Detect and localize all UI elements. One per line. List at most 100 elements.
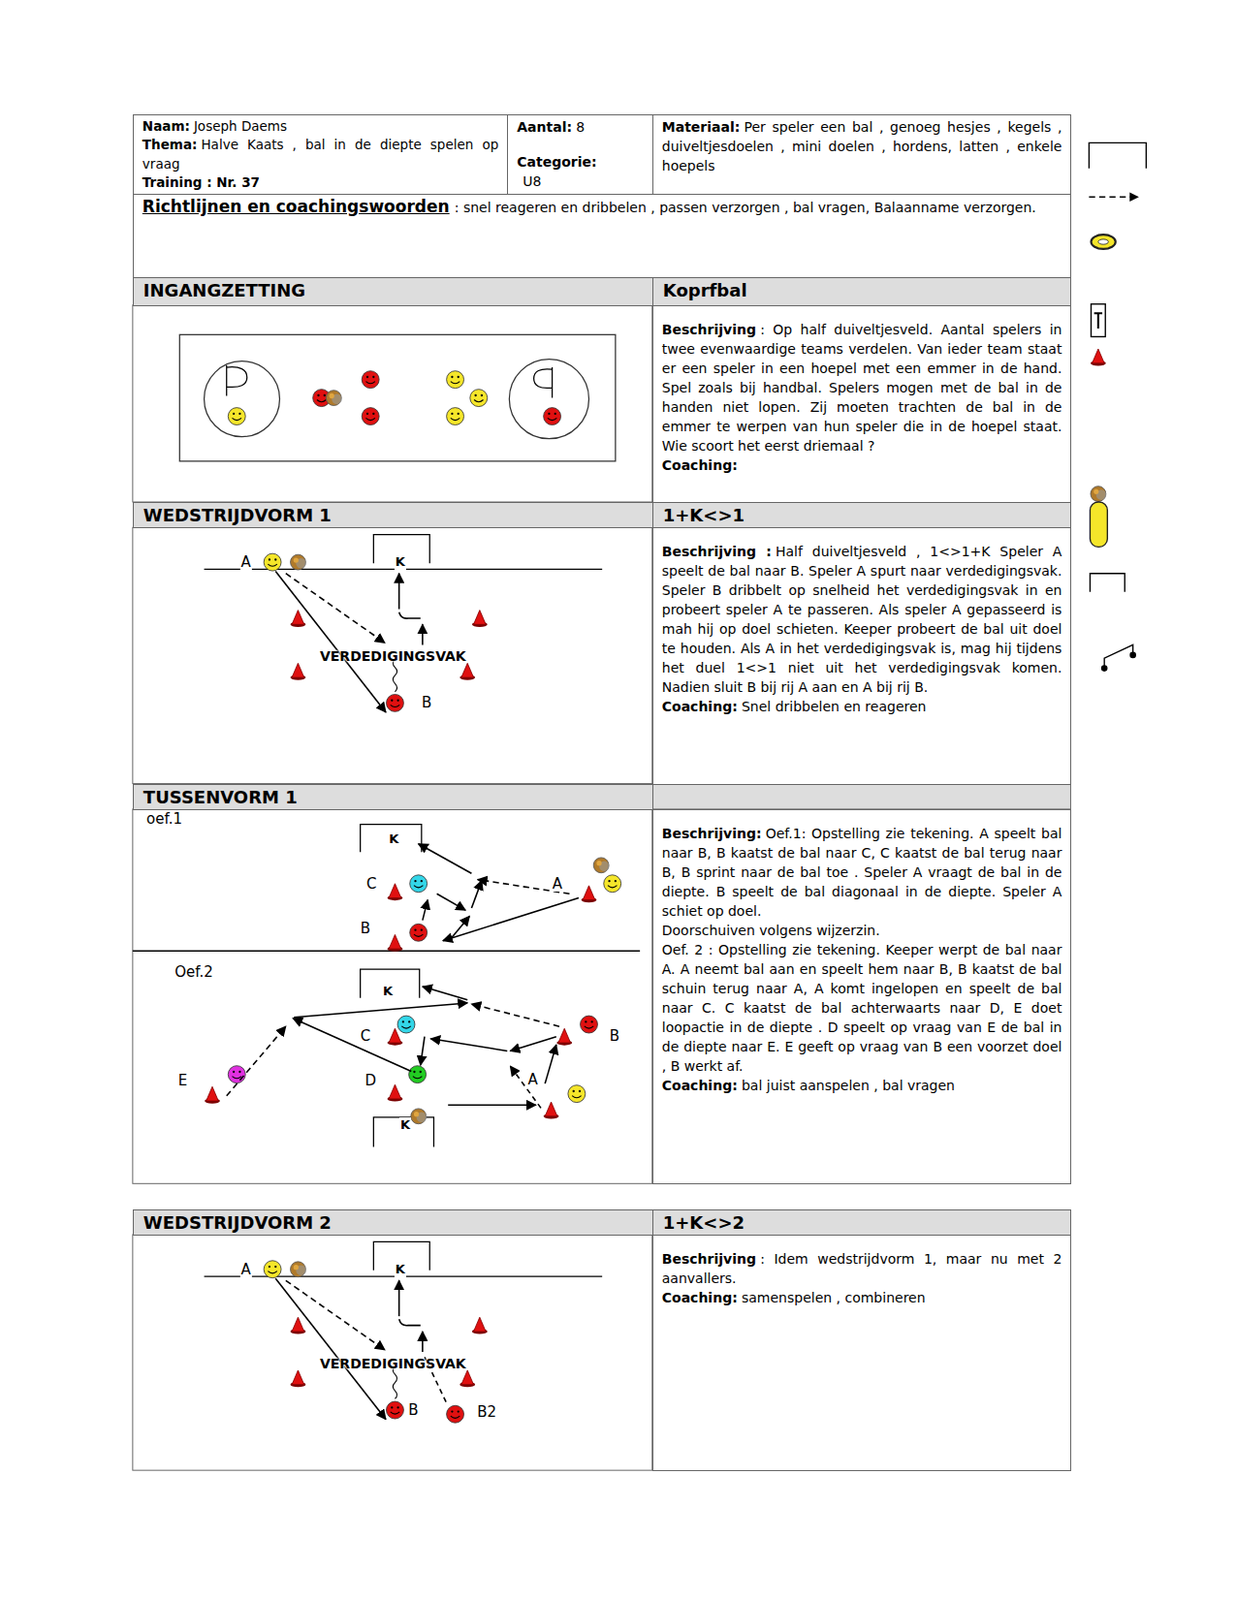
- keeper-label: K: [381, 983, 394, 1000]
- handball-field: [179, 334, 616, 462]
- text-line: Beschrijving: Idem wedstrijdvorm 1, maar…: [662, 1249, 1063, 1289]
- player-label: Oef.2: [173, 964, 215, 981]
- player-label: B2: [475, 1404, 498, 1421]
- zone-label: VERDEDIGINGSVAK: [318, 1356, 468, 1372]
- cell-text: : snel reageren en dribbelen , passen ve…: [454, 199, 1037, 216]
- keeper-label: K: [399, 1117, 412, 1134]
- cell-text: INGANGZETTING: [143, 280, 306, 301]
- cell-text: Oef. 2 : Opstelling zie tekening. Keeper…: [662, 942, 1063, 1075]
- cell-text: TUSSENVORM 1: [143, 787, 298, 808]
- section-header-cell: 1+K<>2: [652, 1209, 1073, 1236]
- cell-text: Beschrijving :: [662, 543, 772, 560]
- player-label: A: [240, 554, 253, 571]
- zone-label: VERDEDIGINGSVAK: [318, 648, 468, 665]
- player-label: B: [407, 1402, 419, 1419]
- cell-text: 8: [575, 119, 585, 135]
- text-line: Materiaal:Per speler een bal , genoeg he…: [662, 117, 1063, 176]
- text-line: Training : Nr. 37: [142, 173, 499, 192]
- cell-text: 1+K<>2: [663, 1212, 745, 1234]
- cell-text: U8: [522, 173, 541, 190]
- table-cell: Aantal:8Categorie: U8: [507, 114, 654, 195]
- section-header-cell: INGANGZETTING: [132, 277, 654, 306]
- section-header-cell: TUSSENVORM 1: [132, 784, 654, 811]
- cell-text: samenspelen , combineren: [741, 1290, 926, 1306]
- cell-text: : Op half duiveltjesveld. Aantal spelers…: [662, 321, 1063, 454]
- cell-text: Naam:: [142, 118, 191, 134]
- table-cell: Beschrijving: Op half duiveltjesveld. Aa…: [652, 305, 1073, 504]
- player-label: B: [420, 695, 433, 711]
- section-header-cell: Koprfbal: [652, 277, 1073, 306]
- player-label: C: [365, 876, 378, 892]
- cell-text: Beschrijving: [662, 1251, 757, 1268]
- player-label: oef.1: [145, 811, 184, 827]
- cell-text: Koprfbal: [663, 280, 748, 301]
- cell-text: 1+K<>1: [663, 505, 745, 526]
- cell-text: Beschrijving: [662, 321, 757, 338]
- cell-text: WEDSTRIJDVORM 1: [143, 505, 332, 526]
- keeper-label: K: [394, 1262, 407, 1278]
- text-line: Aantal:8: [516, 117, 644, 137]
- text-line: Oef. 2 : Opstelling zie tekening. Keeper…: [662, 940, 1063, 1077]
- section-header-cell: WEDSTRIJDVORM 2: [132, 1209, 654, 1236]
- table-cell: Naam:Joseph DaemsThema:Halve Kaats , bal…: [132, 114, 508, 195]
- text-line: Doorschuiven volgens wijzerzin.: [662, 920, 1063, 941]
- cell-text: Training : Nr. 37: [142, 174, 260, 191]
- table-cell: Beschrijving:Oef.1: Opstelling zie teken…: [652, 809, 1073, 1185]
- player-label: B: [359, 920, 372, 937]
- cell-text: Coaching:: [662, 1077, 738, 1094]
- drill-oef2: [204, 969, 598, 1147]
- cell-text: Doorschuiven volgens wijzerzin.: [662, 922, 881, 939]
- match-form-2: [204, 1241, 603, 1424]
- text-line: 1+K<>1: [663, 505, 1062, 527]
- cell-text: Thema:: [142, 136, 198, 153]
- text-line: Thema:Halve Kaats , bal in de diepte spe…: [142, 135, 499, 174]
- text-line: Naam:Joseph Daems: [142, 117, 499, 136]
- cell-text: Half duiveltjesveld , 1<>1+K Speler A sp…: [662, 543, 1063, 696]
- player-label: D: [363, 1073, 378, 1089]
- section-header-cell: 1+K<>1: [652, 502, 1073, 529]
- text-line: Coaching:Snel dribbelen en reageren: [662, 697, 1063, 717]
- text-line: Koprfbal: [663, 280, 1062, 302]
- text-line: TUSSENVORM 1: [143, 787, 643, 809]
- cell-text: WEDSTRIJDVORM 2: [143, 1212, 332, 1234]
- cell-text: Coaching:: [662, 698, 738, 715]
- table-cell: Beschrijving :Half duiveltjesveld , 1<>1…: [652, 527, 1073, 785]
- table-cell: Richtlijnen en coachingswoorden: snel re…: [132, 193, 1073, 279]
- text-line: Beschrijving:Oef.1: Opstelling zie teken…: [662, 824, 1063, 921]
- table-cell: Materiaal:Per speler een bal , genoeg he…: [652, 114, 1073, 195]
- text-line: U8: [516, 171, 644, 191]
- text-line: Coaching:samenspelen , combineren: [662, 1288, 1063, 1308]
- text-line: Coaching:: [662, 455, 1063, 476]
- table-grid: [132, 305, 1072, 1471]
- symbol-key: [1088, 142, 1146, 671]
- cell-text: Beschrijving:: [662, 825, 762, 842]
- player-label: B: [608, 1028, 621, 1045]
- cell-text: Coaching:: [662, 1290, 738, 1306]
- text-line: 1+K<>2: [663, 1212, 1062, 1235]
- cell-text: Categorie:: [516, 154, 597, 170]
- drill-oef1: [132, 824, 640, 952]
- text-line: Richtlijnen en coachingswoorden: snel re…: [142, 196, 1063, 218]
- text-line: WEDSTRIJDVORM 2: [143, 1212, 643, 1235]
- player-label: A: [526, 1072, 539, 1088]
- cell-text: Materiaal:: [662, 119, 741, 135]
- player-label: E: [177, 1073, 189, 1089]
- cell-text: Joseph Daems: [193, 118, 287, 134]
- match-form-1: [204, 535, 603, 713]
- player-label: A: [240, 1262, 253, 1278]
- cell-text: Snel dribbelen en reageren: [741, 698, 926, 715]
- keeper-label: K: [394, 554, 407, 571]
- player-label: A: [551, 876, 564, 892]
- text-line: INGANGZETTING: [143, 280, 643, 302]
- text-line: Categorie:: [516, 152, 644, 172]
- text-line: WEDSTRIJDVORM 1: [143, 505, 643, 527]
- section-header-cell: WEDSTRIJDVORM 1: [132, 502, 654, 529]
- cell-text: bal juist aanspelen , bal vragen: [741, 1077, 955, 1094]
- text-line: Beschrijving: Op half duiveltjesveld. Aa…: [662, 319, 1063, 456]
- table-cell: Beschrijving: Idem wedstrijdvorm 1, maar…: [652, 1235, 1073, 1472]
- text-line: Coaching:bal juist aanspelen , bal vrage…: [662, 1076, 1063, 1096]
- cell-text: Richtlijnen en coachingswoorden: [142, 196, 450, 217]
- cell-text: Aantal:: [516, 119, 572, 135]
- cell-text: Coaching:: [662, 457, 738, 474]
- keeper-label: K: [387, 831, 400, 848]
